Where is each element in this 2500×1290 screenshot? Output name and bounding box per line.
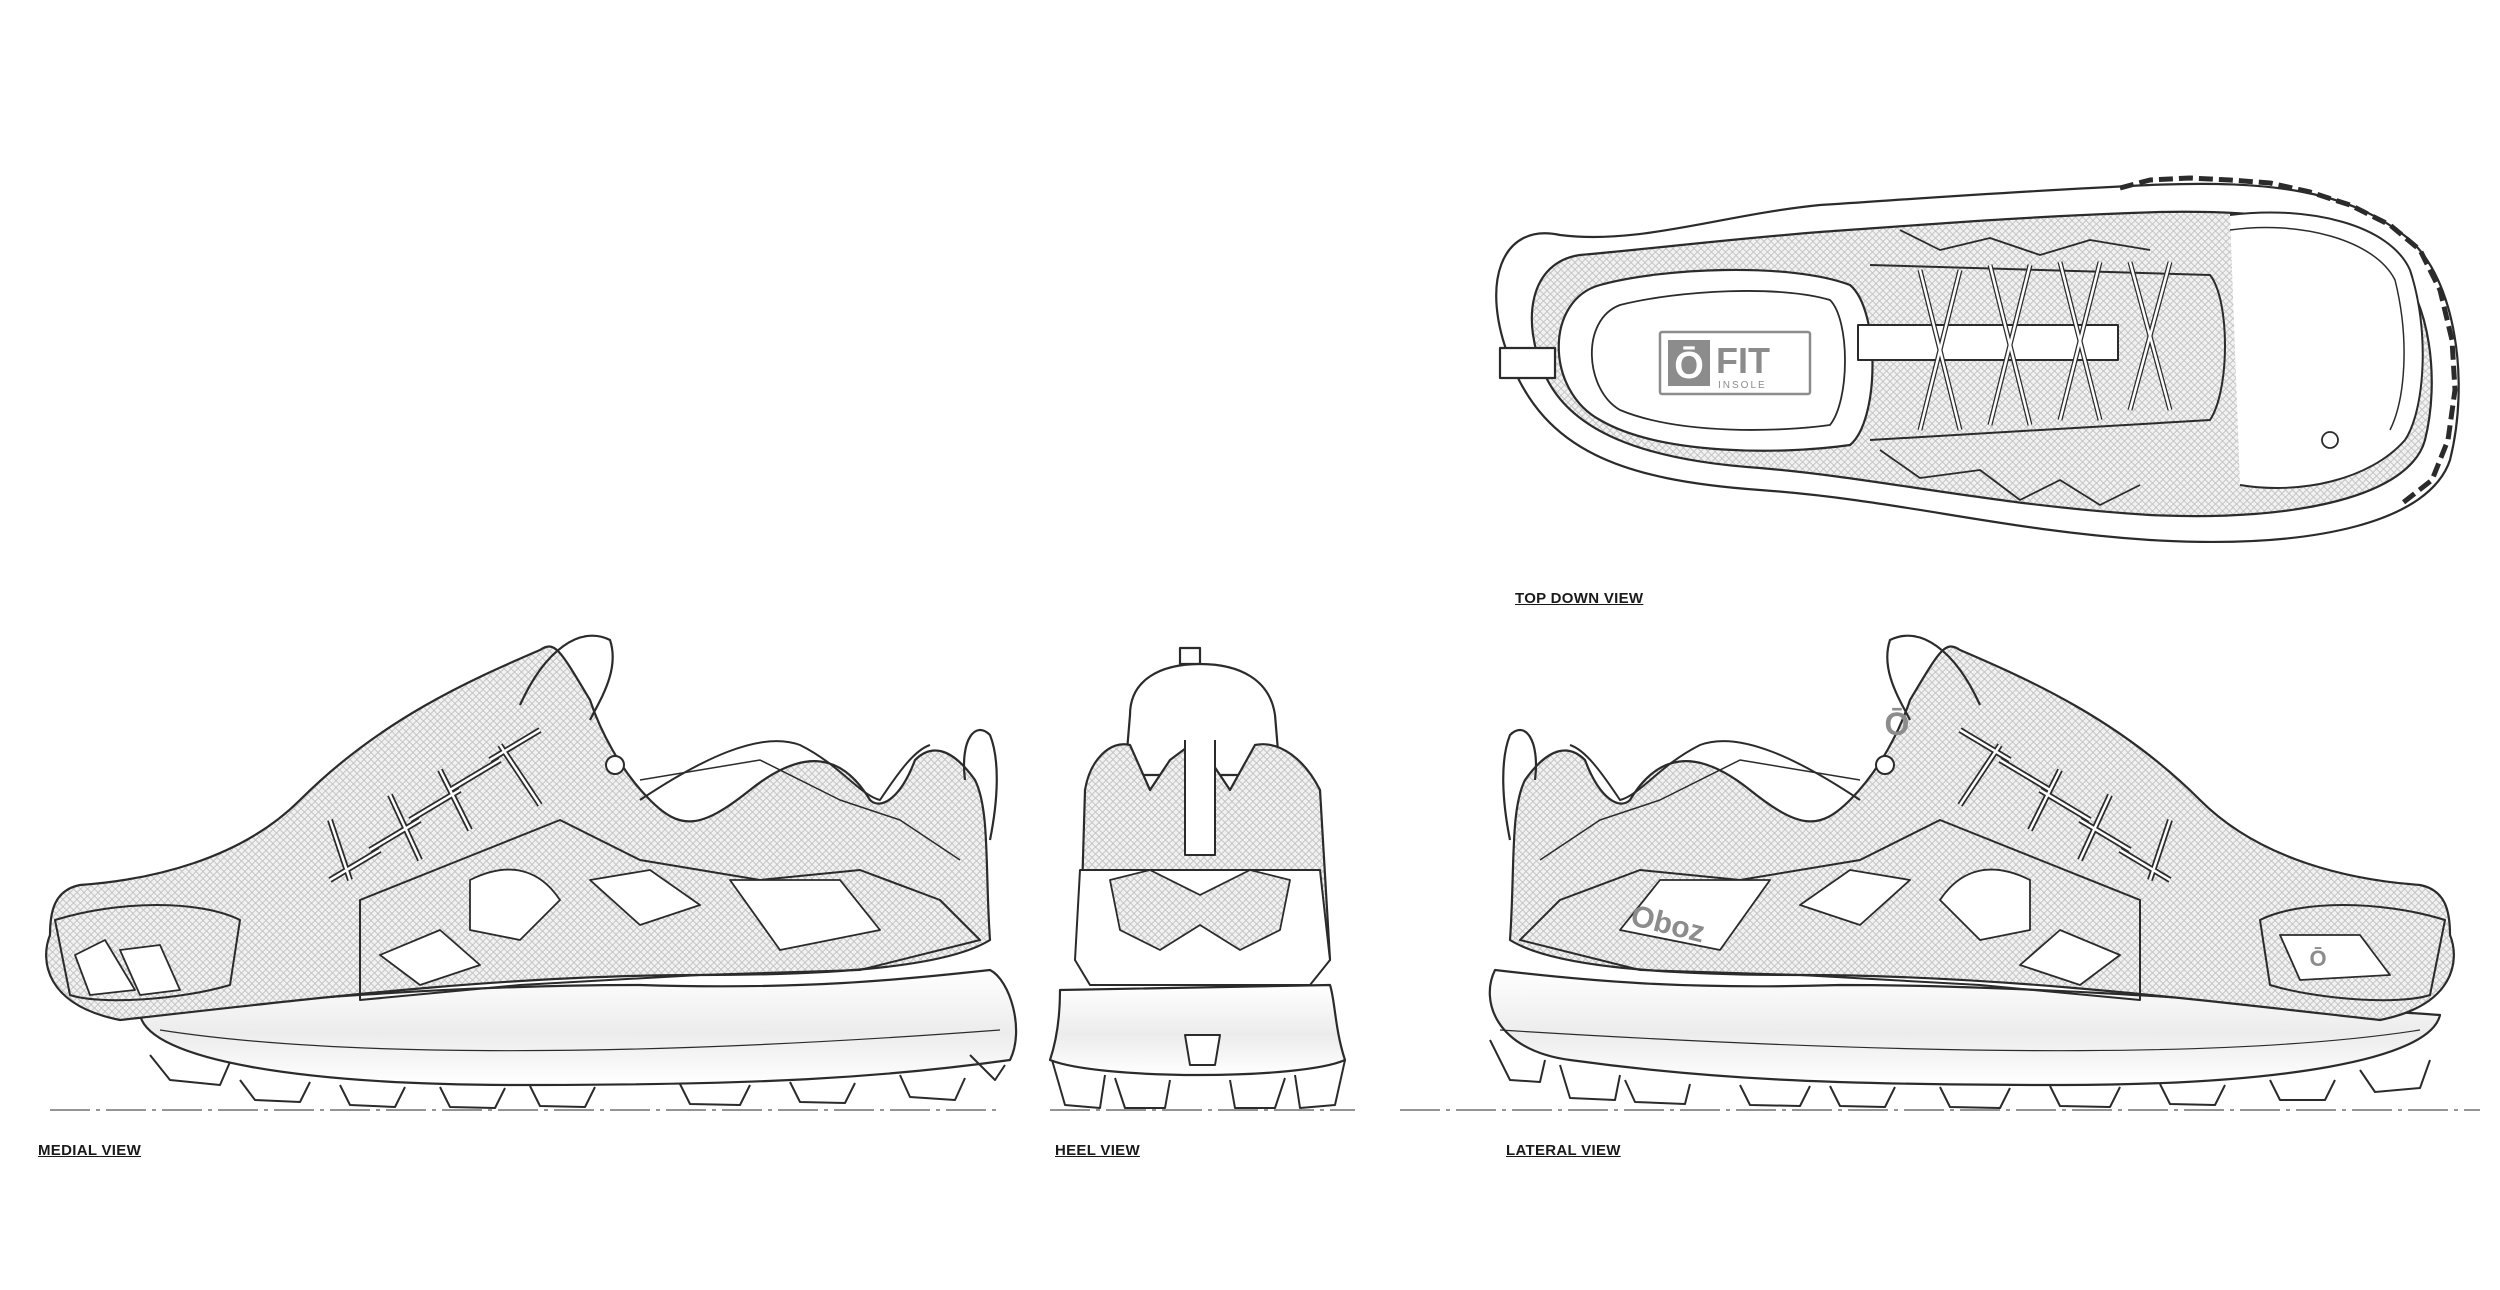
lateral-heel-loop [1502,728,1538,841]
medial-shoe [45,634,1018,1109]
medial-outsole-lugs [149,1054,1006,1109]
insole-logo: Ō FIT INSOLE [1658,330,1812,396]
top-down-shoe [1495,175,2460,543]
lateral-upper [1508,645,2455,1022]
top-down-view-caption: TOP DOWN VIEW [1515,590,1644,607]
insole-logo-mark: Ō [1674,345,1704,387]
heel-midsole [1048,983,1347,1077]
insole-logo-sub: INSOLE [1718,380,1767,391]
medial-view-caption: MEDIAL VIEW [38,1142,142,1159]
medial-collar [639,740,931,801]
lateral-shoe [1488,634,2455,1109]
top-heel-tab [1498,346,1557,380]
heel-view-caption: HEEL VIEW [1055,1142,1140,1159]
medial-heel-loop [962,728,998,841]
heel-outsole-lugs [1051,1034,1346,1109]
lateral-toe-mark: Ō [2309,946,2326,971]
medial-tongue-loop [518,634,614,721]
medial-upper [45,645,992,1022]
top-tread-edge [2119,175,2458,507]
lateral-overlay-cage [1519,819,2141,1001]
insole-logo-word: FIT [1716,340,1770,381]
top-toe-cap [2229,211,2424,489]
lateral-outsole-lugs [1489,1039,2431,1109]
heel-pull-tab [1178,646,1202,666]
medial-overlay-cage [359,819,981,1001]
lateral-view-caption: LATERAL VIEW [1506,1142,1621,1159]
top-eyestay [1869,264,2226,441]
top-outsole-outline [1495,182,2460,543]
lateral-brand-marks: Oboz Ō Ō [1628,706,2327,971]
heel-shoe [1048,646,1347,1109]
heel-collar [1123,662,1282,777]
lateral-tongue-loop [1886,634,1982,721]
lateral-collar-mark: Ō [1885,706,1910,742]
lateral-midsole [1488,968,2442,1087]
